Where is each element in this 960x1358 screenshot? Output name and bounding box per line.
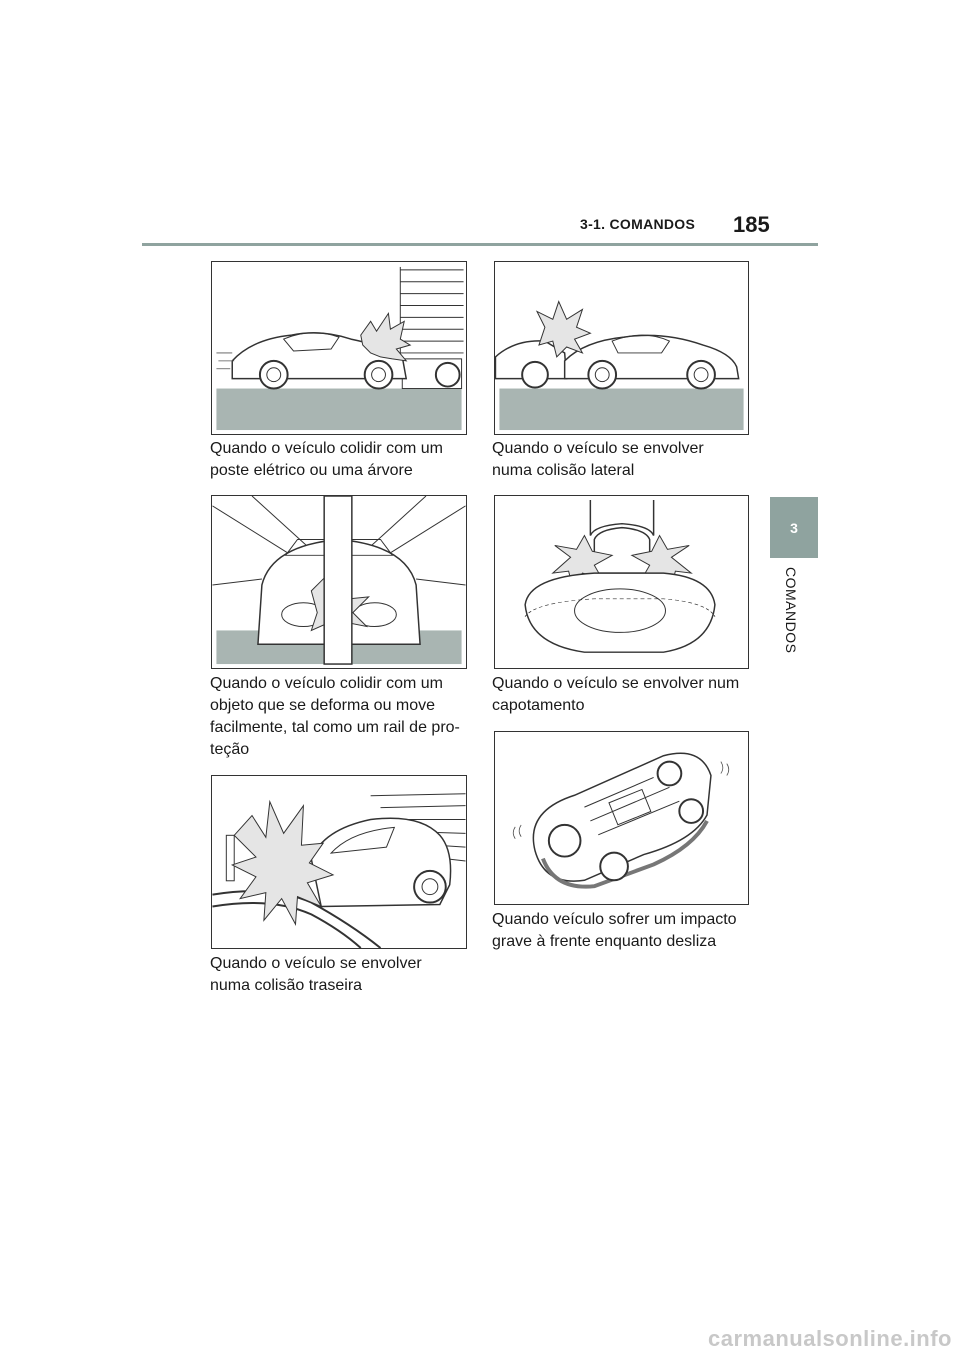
watermark: carmanualsonline.info — [708, 1326, 952, 1351]
header-rule — [142, 243, 818, 246]
sliding-impact-illustration — [512, 752, 730, 889]
figure-caption: Quando o veículo colidir com um poste el… — [210, 440, 443, 479]
chapter-tab: 3 — [770, 497, 818, 558]
figure-rollover — [494, 495, 749, 669]
figure-side-collision — [494, 261, 749, 435]
chapter-label: COMANDOS — [783, 567, 799, 654]
figure-caption: Quando o veículo se envolver numa colisã… — [492, 440, 704, 479]
guard-rail-illustration — [212, 496, 466, 665]
figure-caption: Quando veículo sofrer um impacto grave à… — [492, 911, 737, 950]
figure-guard-rail-collision — [211, 495, 467, 669]
pole-collision-illustration — [216, 266, 464, 431]
page-number: 185 — [733, 212, 770, 237]
chapter-number: 3 — [790, 519, 798, 536]
section-title: 3-1. COMANDOS — [580, 216, 696, 232]
figure-caption: Quando o veículo se envolver num capotam… — [492, 675, 740, 714]
figure-pole-collision — [211, 261, 467, 435]
figure-caption: Quando o veículo se envolver numa colisã… — [210, 955, 422, 994]
side-collision-illustration — [495, 300, 744, 431]
rear-collision-illustration — [212, 793, 466, 948]
figure-caption: Quando o veículo colidir com um objeto q… — [210, 675, 460, 758]
figure-rear-collision — [211, 775, 467, 949]
figure-sliding-impact — [494, 731, 749, 905]
rollover-illustration — [524, 499, 716, 653]
